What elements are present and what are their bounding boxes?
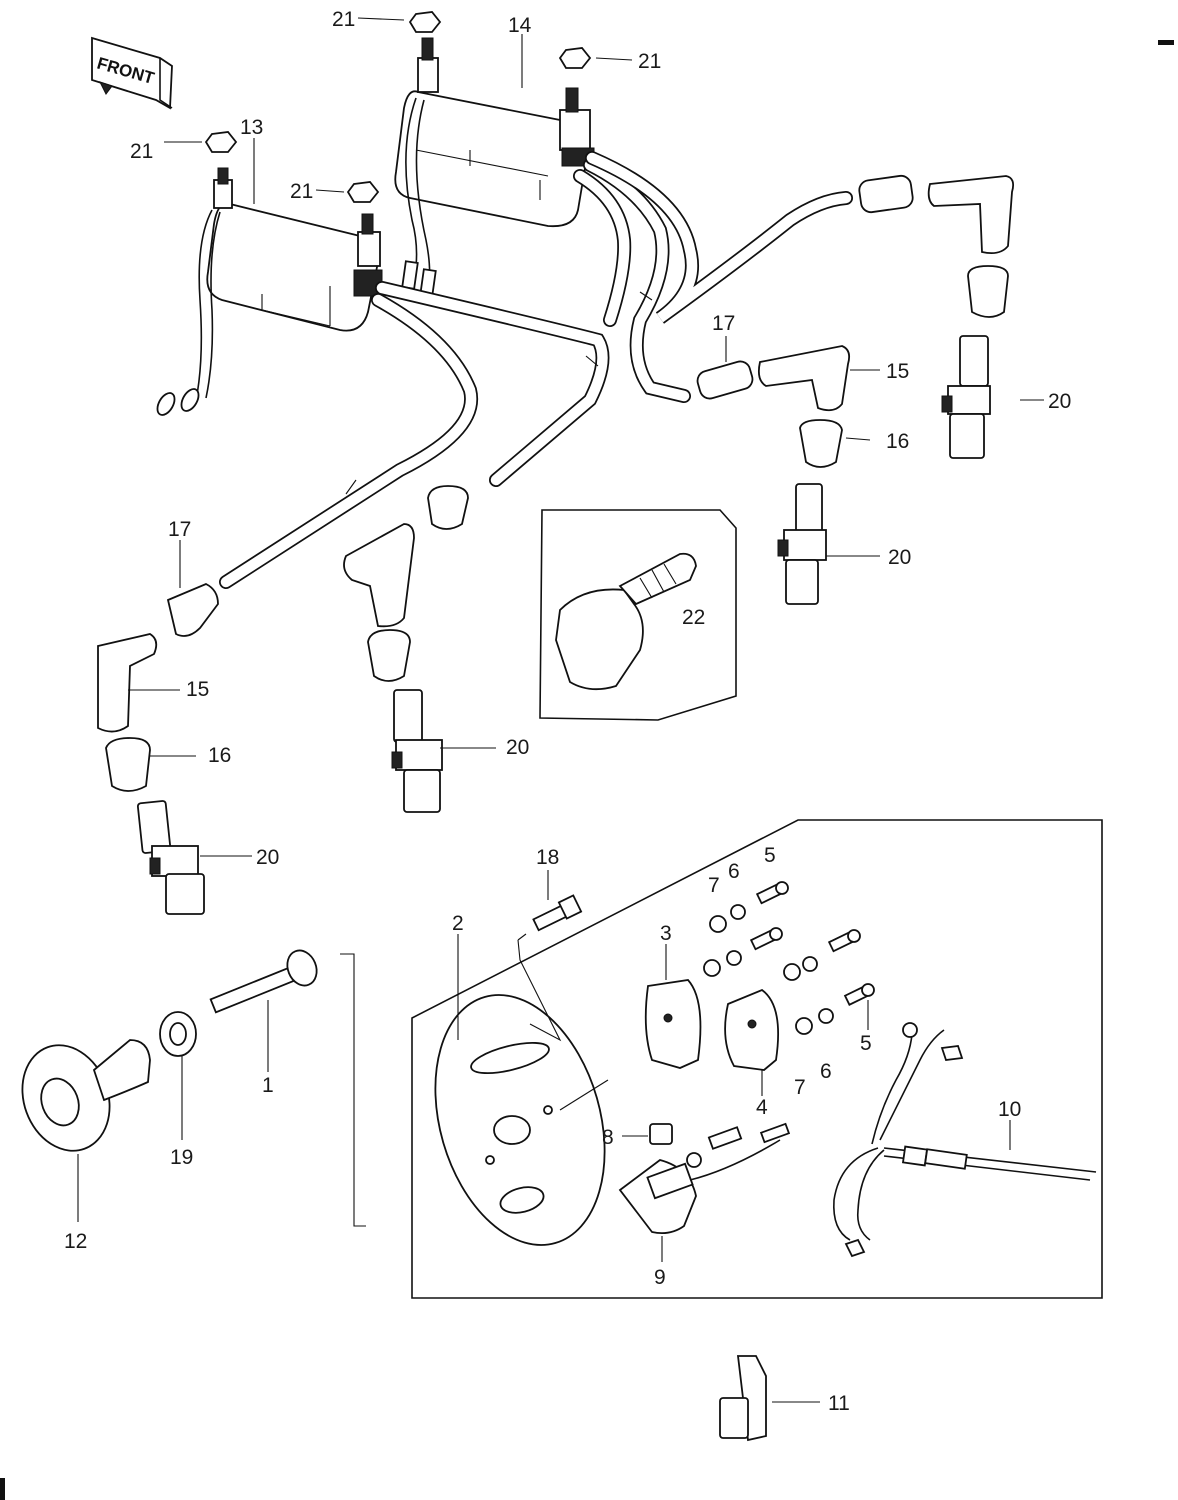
callout-12: 12 bbox=[64, 1230, 87, 1253]
callout-7: 7 bbox=[794, 1076, 806, 1099]
washer-upper-2 bbox=[726, 950, 742, 966]
condenser-9 bbox=[618, 1122, 791, 1235]
margin-mark bbox=[1158, 40, 1174, 45]
callout-10: 10 bbox=[998, 1098, 1021, 1121]
spark-plug-middle-right bbox=[777, 483, 827, 605]
callout-20: 20 bbox=[256, 846, 279, 869]
callout-7: 7 bbox=[708, 874, 720, 897]
plug-cap-set-left bbox=[97, 583, 219, 915]
callout-3: 3 bbox=[660, 922, 672, 945]
nut-21-a bbox=[408, 11, 442, 33]
washer-7-lower bbox=[795, 1017, 813, 1035]
nut-21-b bbox=[558, 47, 592, 69]
high-tension-leads bbox=[219, 151, 853, 589]
nut-21-c bbox=[204, 131, 238, 153]
screw-upper-2 bbox=[749, 927, 783, 951]
callout-5: 5 bbox=[764, 844, 776, 867]
ignition-coil-14 bbox=[394, 37, 595, 298]
inset-plug-cap-22 bbox=[539, 509, 737, 721]
callout-22: 22 bbox=[682, 606, 705, 629]
callout-13: 13 bbox=[240, 116, 263, 139]
base-plate-frame bbox=[411, 819, 1103, 1299]
contact-breaker-4 bbox=[724, 988, 779, 1071]
callout-20: 20 bbox=[1048, 390, 1071, 413]
callout-9: 9 bbox=[654, 1266, 666, 1289]
washer-upper-4 bbox=[802, 956, 818, 972]
contact-breaker-3 bbox=[644, 979, 702, 1069]
callout-21: 21 bbox=[332, 8, 355, 31]
callout-17: 17 bbox=[712, 312, 735, 335]
ignition-coil-13 bbox=[156, 167, 383, 416]
callout-1: 1 bbox=[262, 1074, 274, 1097]
base-plate-2 bbox=[434, 994, 606, 1246]
callout-8: 8 bbox=[602, 1126, 614, 1149]
washer-upper-3 bbox=[703, 959, 721, 977]
screws-and-washers bbox=[703, 881, 875, 1035]
advancer-assembly-12 bbox=[21, 1039, 151, 1152]
screw-upper-3 bbox=[827, 929, 861, 953]
callout-21: 21 bbox=[130, 140, 153, 163]
callout-18: 18 bbox=[536, 846, 559, 869]
advancer-bolt-1 bbox=[209, 949, 318, 1014]
spark-plug-upper-right bbox=[941, 335, 991, 459]
part-8 bbox=[649, 1123, 673, 1145]
callout-21: 21 bbox=[290, 180, 313, 203]
callout-16: 16 bbox=[886, 430, 909, 453]
front-direction-sign: FRONT bbox=[91, 36, 173, 110]
screw-18 bbox=[517, 894, 583, 1042]
callout-5: 5 bbox=[860, 1032, 872, 1055]
callout-14: 14 bbox=[508, 14, 532, 37]
plug-cap-set-upper-right bbox=[858, 174, 1015, 459]
callout-6: 6 bbox=[820, 1060, 832, 1083]
leader-lines bbox=[77, 17, 1044, 1403]
callout-21: 21 bbox=[638, 50, 661, 73]
washer-6-upper bbox=[730, 904, 746, 920]
lead-wire-10 bbox=[833, 1022, 1097, 1258]
plug-cap-set-middle bbox=[343, 485, 469, 813]
part-19 bbox=[159, 1011, 197, 1057]
callout-15: 15 bbox=[886, 360, 909, 383]
margin-mark bbox=[0, 1478, 5, 1500]
spark-plug-middle bbox=[391, 689, 443, 813]
callout-11: 11 bbox=[828, 1392, 850, 1415]
nut-21-d bbox=[346, 181, 380, 203]
callout-20: 20 bbox=[506, 736, 529, 759]
callout-labels: 21 14 21 21 13 21 17 15 20 16 20 17 22 1… bbox=[64, 8, 1071, 1415]
callout-15: 15 bbox=[186, 678, 209, 701]
washer-6-lower bbox=[818, 1008, 834, 1024]
screw-5-upper bbox=[755, 881, 789, 905]
spark-plug-left bbox=[136, 800, 205, 915]
callout-2: 2 bbox=[452, 912, 464, 935]
washer-7-upper bbox=[709, 915, 727, 933]
callout-6: 6 bbox=[728, 860, 740, 883]
callout-20: 20 bbox=[888, 546, 911, 569]
arrow-icon bbox=[99, 81, 113, 95]
callout-4: 4 bbox=[756, 1096, 768, 1119]
callout-19: 19 bbox=[170, 1146, 193, 1169]
screw-5-lower bbox=[843, 983, 875, 1006]
washer-upper-5 bbox=[783, 963, 801, 981]
callout-16: 16 bbox=[208, 744, 231, 767]
part-11 bbox=[719, 1355, 767, 1442]
callout-17: 17 bbox=[168, 518, 191, 541]
plug-cap-set-middle-right bbox=[696, 345, 851, 605]
